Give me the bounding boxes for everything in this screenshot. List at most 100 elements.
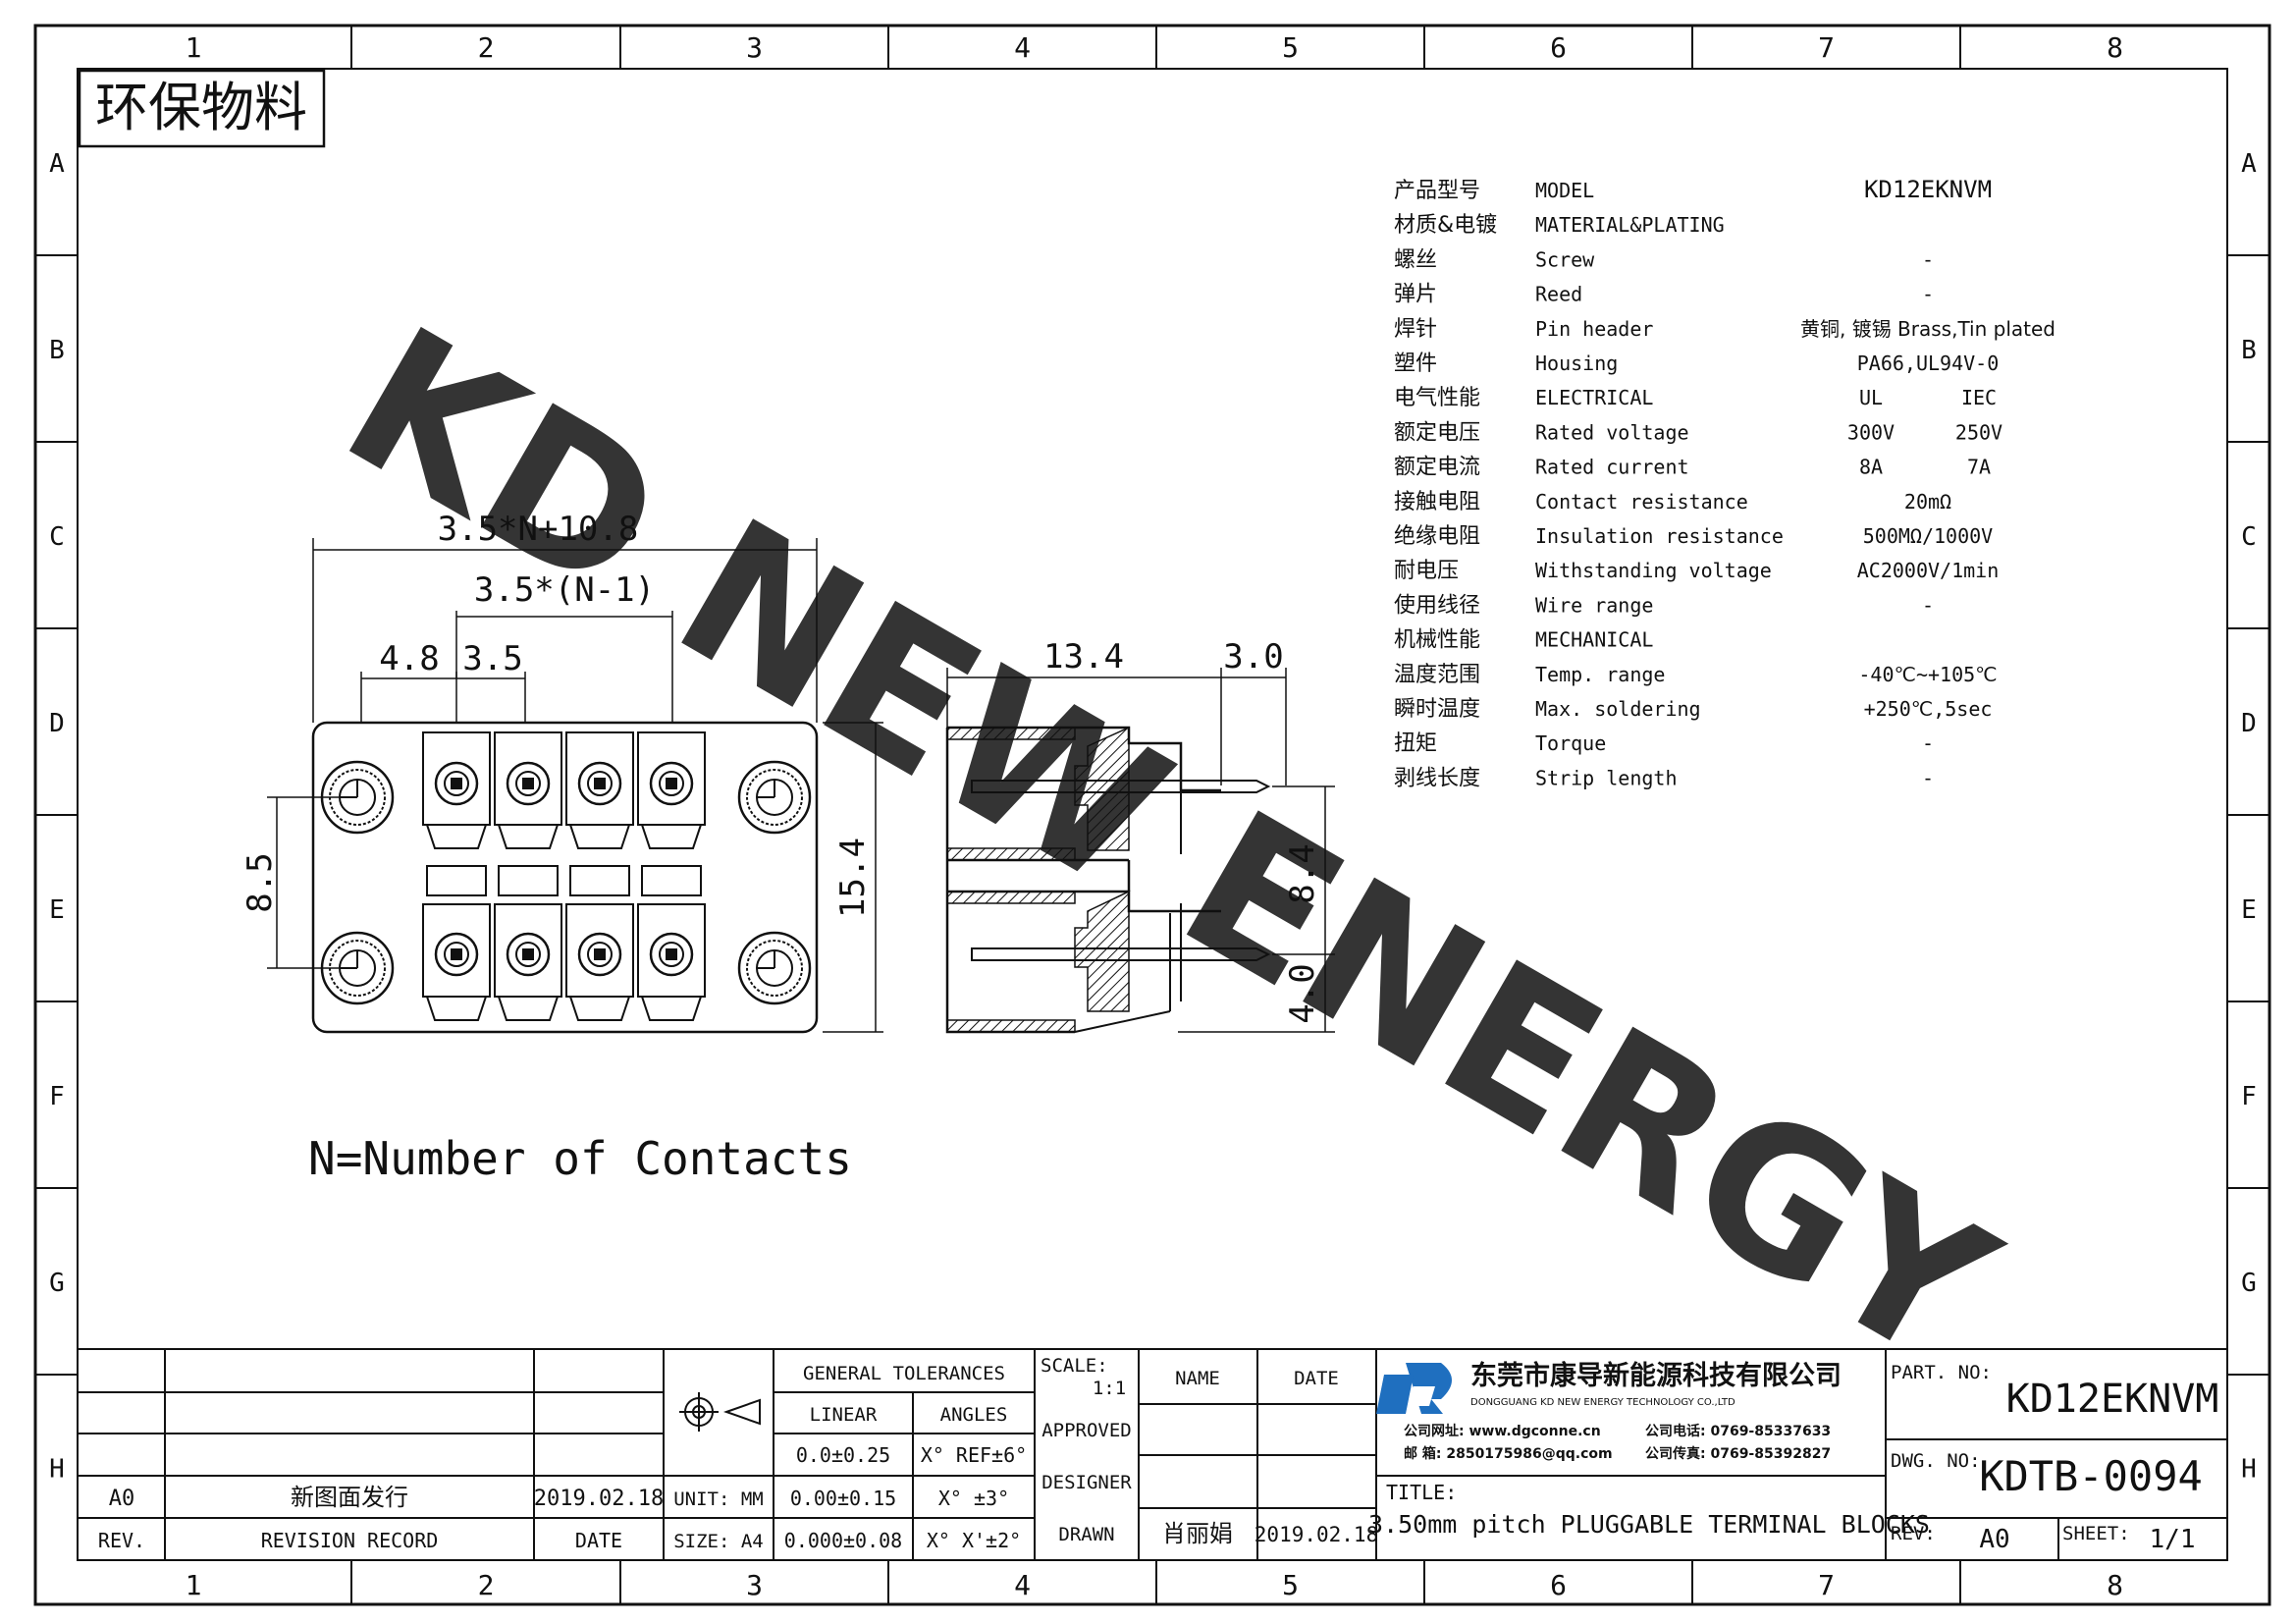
zone-row-letter: D xyxy=(2241,709,2257,738)
rev-record: 新图面发行 xyxy=(291,1484,408,1511)
zone-col-number: 4 xyxy=(1014,1569,1031,1601)
title-block: A0 新图面发行 2019.02.18 REV. REVISION RECORD… xyxy=(78,1348,2227,1561)
spec-value-iec: IEC xyxy=(1961,386,1997,409)
zone-row-letter: F xyxy=(49,1082,65,1111)
spec-value-ul: 8A xyxy=(1859,456,1883,479)
spec-label-en: Reed xyxy=(1535,283,1582,306)
dim-side-pitch: 8.4 xyxy=(1283,843,1322,903)
spec-value: AC2000V/1min xyxy=(1857,559,2000,582)
zone-row-letter: G xyxy=(2241,1269,2257,1298)
zone-col-number: 4 xyxy=(1014,31,1031,64)
spec-label-en: Torque xyxy=(1535,731,1606,755)
top-view: 3.5*N+10.8 3.5*(N-1) 4.8 3.5 15.4 8.5 xyxy=(240,510,883,1034)
spec-label-cn: 机械性能 xyxy=(1394,628,1480,653)
rev-header: REV. xyxy=(98,1529,145,1552)
size-label: SIZE: A4 xyxy=(673,1531,764,1552)
spec-value: KD12EKNVM xyxy=(1864,176,1992,203)
spec-value: - xyxy=(1922,247,1934,271)
zone-row-letter: E xyxy=(49,895,65,925)
dim-side-depth: 13.4 xyxy=(1043,637,1124,676)
terminal-screw xyxy=(434,932,479,977)
scale-label: SCALE: xyxy=(1041,1355,1108,1377)
watermark: KD NEW ENERGY xyxy=(310,285,2028,1409)
designer-label: DESIGNER xyxy=(1041,1472,1132,1493)
zone-col-number: 8 xyxy=(2107,31,2123,64)
dim-height: 15.4 xyxy=(833,838,873,918)
zone-row-letter: C xyxy=(49,522,65,552)
spec-value: - xyxy=(1922,283,1934,306)
sheet-label: SHEET: xyxy=(2062,1523,2130,1544)
spec-value: 20mΩ xyxy=(1904,490,1951,514)
spec-label-en: Housing xyxy=(1535,352,1618,375)
revision-record-header: REVISION RECORD xyxy=(261,1529,439,1552)
drawing-title: 3.50mm pitch PLUGGABLE TERMINAL BLOCKS xyxy=(1368,1510,1930,1539)
drawn-name: 肖丽娟 xyxy=(1162,1520,1233,1547)
date-header: DATE xyxy=(1294,1368,1339,1389)
company-logo xyxy=(1376,1363,1452,1414)
tol-linear-2: 0.00±0.15 xyxy=(790,1487,896,1510)
zone-col-number: 6 xyxy=(1550,1569,1567,1601)
zone-col-number: 2 xyxy=(478,31,495,64)
rev-label: REV: xyxy=(1891,1523,1936,1544)
spec-table: 产品型号 MODEL KD12EKNVM 材质&电镀 MATERIAL&PLATING 螺… xyxy=(1394,176,2056,790)
rev-value: A0 xyxy=(1979,1525,2009,1554)
tol-linear-1: 0.0±0.25 xyxy=(796,1443,890,1467)
mounting-screw xyxy=(737,760,812,835)
spec-value-ul: UL xyxy=(1859,386,1883,409)
title-label: TITLE: xyxy=(1386,1481,1457,1504)
spec-label-en: Screw xyxy=(1535,247,1595,271)
spec-label-en: MODEL xyxy=(1535,179,1594,202)
zone-row-letter: H xyxy=(2241,1455,2257,1485)
spec-value-iec: 250V xyxy=(1955,420,2002,444)
terminal-screw xyxy=(434,761,479,806)
zone-row-letter: G xyxy=(49,1269,65,1298)
mounting-screw xyxy=(737,931,812,1005)
spec-label-en: Insulation resistance xyxy=(1535,524,1784,548)
spec-label-cn: 接触电阻 xyxy=(1394,490,1480,514)
terminal-screw xyxy=(577,761,622,806)
name-header: NAME xyxy=(1175,1368,1220,1389)
spec-value: PA66,UL94V-0 xyxy=(1857,352,2000,375)
tol-angle-1: X° REF±6° xyxy=(921,1443,1027,1467)
spec-label-en: MATERIAL&PLATING xyxy=(1535,213,1725,237)
zone-row-letter: A xyxy=(2241,149,2257,179)
dim-side-pin: 3.0 xyxy=(1223,637,1283,676)
spec-label-cn: 产品型号 xyxy=(1394,179,1480,203)
spec-label-cn: 材质&电镀 xyxy=(1394,213,1497,238)
spec-label-cn: 耐电压 xyxy=(1394,559,1459,583)
tol-linear-3: 0.000±0.08 xyxy=(784,1529,902,1552)
zone-row-letter: E xyxy=(2241,895,2257,925)
angles-header: ANGLES xyxy=(940,1404,1008,1426)
spec-value: -40℃~+105℃ xyxy=(1858,663,1997,686)
spec-value: - xyxy=(1922,766,1934,789)
drawn-label: DRAWN xyxy=(1058,1524,1114,1545)
projection-symbol xyxy=(679,1392,761,1432)
spec-value: - xyxy=(1922,593,1934,617)
terminal-screw xyxy=(577,932,622,977)
contacts-note: N=Number of Contacts xyxy=(308,1132,852,1185)
dim-pitch: 3.5 xyxy=(462,639,522,678)
zone-col-number: 5 xyxy=(1282,31,1299,64)
zone-row-letter: B xyxy=(49,336,65,365)
company-website: 公司网址: www.dgconne.cn xyxy=(1404,1423,1601,1439)
scale-value: 1:1 xyxy=(1093,1378,1126,1399)
zone-col-number: 1 xyxy=(186,1569,202,1601)
drawn-date: 2019.02.18 xyxy=(1255,1523,1378,1546)
spec-label-cn: 弹片 xyxy=(1394,283,1437,307)
spec-label-cn: 塑件 xyxy=(1394,352,1437,376)
dim-overall: 3.5*N+10.8 xyxy=(438,510,639,549)
tol-angle-3: X° X'±2° xyxy=(927,1529,1021,1552)
spec-value: +250℃,5sec xyxy=(1864,697,1993,721)
spec-label-en: Max. soldering xyxy=(1535,697,1701,721)
rev-code: A0 xyxy=(109,1487,135,1511)
spec-label-cn: 电气性能 xyxy=(1394,386,1480,410)
terminal-screw xyxy=(649,932,694,977)
spec-label-cn: 使用线径 xyxy=(1394,593,1480,618)
rev-date: 2019.02.18 xyxy=(534,1487,664,1511)
spec-label-cn: 额定电压 xyxy=(1394,420,1480,445)
spec-label-cn: 绝缘电阻 xyxy=(1394,524,1480,549)
spec-label-cn: 螺丝 xyxy=(1394,247,1437,272)
terminal-screw xyxy=(649,761,694,806)
date-col-header: DATE xyxy=(575,1529,622,1552)
